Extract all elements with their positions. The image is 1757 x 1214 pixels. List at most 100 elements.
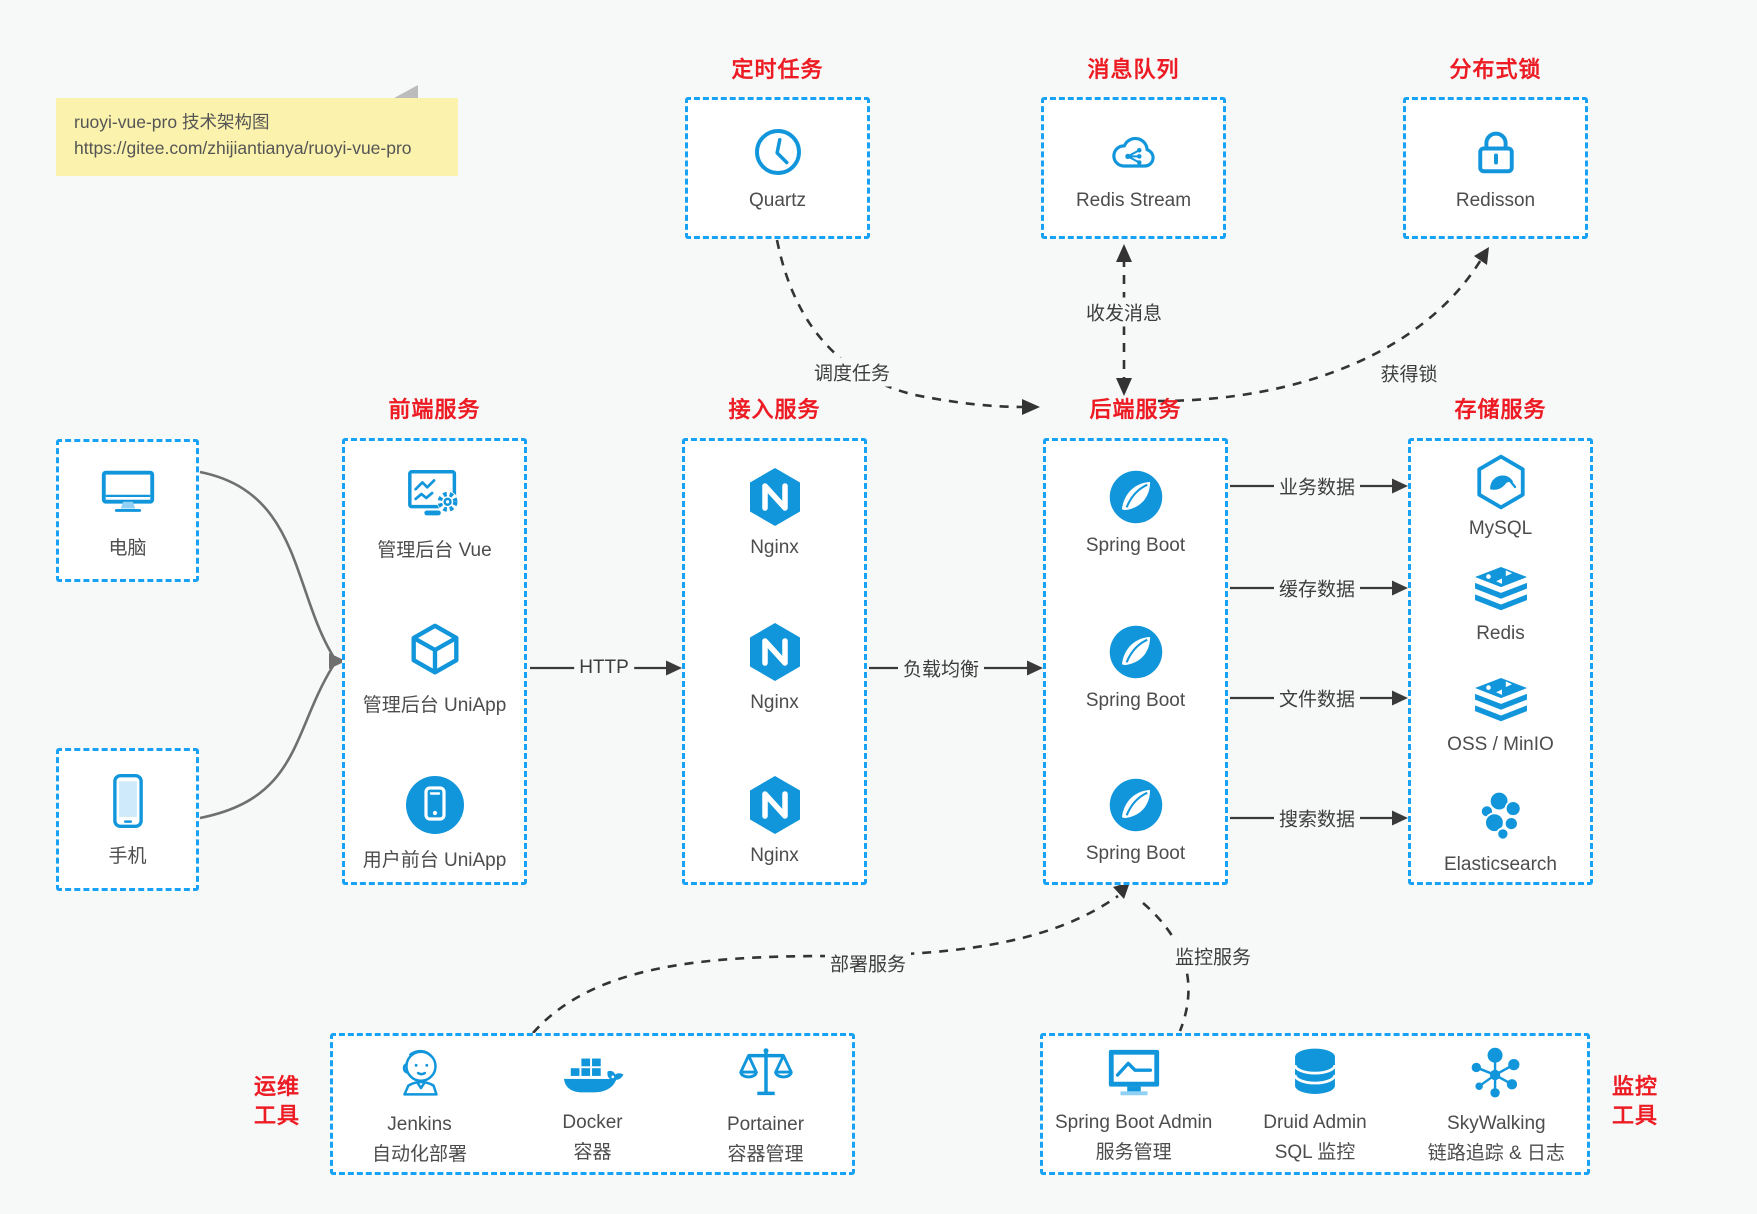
ops-item-portainer: Portainer 容器管理 [679, 1036, 852, 1172]
admin-uniapp-label: 管理后台 UniApp [362, 695, 507, 716]
edge-label-cache-data: 缓存数据 [1273, 573, 1361, 603]
clock-icon [754, 129, 801, 175]
sticky-note: ruoyi-vue-pro 技术架构图 https://gitee.com/zh… [56, 85, 458, 176]
title-message-queue: 消息队列 [1087, 57, 1180, 82]
lock-icon [1477, 131, 1514, 174]
spring-boot-admin-name: Spring Boot Admin [1054, 1111, 1213, 1133]
ops-item-docker: Docker 容器 [506, 1036, 679, 1172]
monitoring-title-line1: 监控 [1611, 1074, 1658, 1099]
spring-boot-label: Spring Boot [1085, 690, 1186, 711]
nginx-label: Nginx [750, 537, 799, 558]
spring-boot-admin-desc: 服务管理 [1095, 1141, 1172, 1163]
docker-desc: 容器 [573, 1141, 612, 1163]
skywalking-desc: 链路追踪 & 日志 [1427, 1142, 1565, 1164]
backend-item-spring-2: Spring Boot [1046, 622, 1225, 712]
edge-acquire-lock-arrowhead [1474, 247, 1489, 265]
note-fold-corner [394, 85, 418, 98]
edge-data-arrowheads [1392, 478, 1408, 826]
title-frontend-services: 前端服务 [388, 397, 481, 422]
title-storage-services: 存储服务 [1454, 397, 1547, 422]
title-distributed-lock: 分布式锁 [1449, 57, 1542, 82]
note-url: https://gitee.com/zhijiantianya/ruoyi-vu… [74, 138, 412, 158]
jenkins-desc: 自动化部署 [371, 1143, 467, 1165]
docker-icon [563, 1058, 623, 1092]
desktop-icon [101, 470, 154, 512]
spring-boot-label: Spring Boot [1085, 843, 1186, 864]
storage-item-mysql: MySQL [1411, 453, 1590, 540]
mysql-label: MySQL [1468, 518, 1533, 539]
ops-title-line1: 运维 [253, 1074, 300, 1099]
quartz-label: Quartz [748, 190, 807, 211]
phone-icon [112, 774, 143, 828]
portainer-scales-icon [738, 1047, 793, 1095]
edge-deploy-arrowhead [1113, 882, 1130, 899]
storage-item-elasticsearch: Elasticsearch [1411, 787, 1590, 876]
edge-label-monitor: 监控服务 [1169, 941, 1257, 971]
edge-schedule-task [775, 239, 1025, 409]
portainer-desc: 容器管理 [727, 1143, 804, 1165]
edge-http-arrowhead [666, 660, 682, 676]
monitoring-item-druid: Druid Admin SQL 监控 [1224, 1036, 1405, 1172]
spring-boot-icon [1109, 778, 1162, 832]
phone-client-label: 手机 [108, 846, 147, 867]
frontend-services-box: 管理后台 Vue 管理后台 UniApp 用户前台 UniApp [342, 438, 527, 885]
monitoring-title-line2: 工具 [1611, 1103, 1658, 1128]
skywalking-name: SkyWalking [1447, 1112, 1546, 1134]
nginx-icon [749, 776, 800, 834]
monitoring-tools-box: Spring Boot Admin 服务管理 Druid Admin SQL 监… [1040, 1033, 1590, 1175]
cloud-stream-icon [1111, 136, 1155, 168]
redis-icon [1474, 566, 1527, 611]
uniapp-cube-icon [411, 623, 458, 675]
oss-minio-icon [1474, 677, 1527, 722]
gateway-item-nginx-1: Nginx [685, 465, 864, 559]
storage-item-oss: OSS / MinIO [1411, 677, 1590, 756]
title-monitoring-tools: 监控 工具 [1602, 1072, 1668, 1130]
admin-vue-icon [407, 470, 458, 516]
edge-label-http: HTTP [574, 656, 634, 680]
frontend-item-admin-uniapp: 管理后台 UniApp [345, 620, 524, 717]
nginx-label: Nginx [750, 845, 799, 866]
edge-label-deploy: 部署服务 [824, 948, 912, 978]
ops-tools-box: Jenkins 自动化部署 Docker 容器 [330, 1033, 855, 1175]
admin-vue-label: 管理后台 Vue [377, 540, 492, 561]
gateway-item-nginx-3: Nginx [685, 773, 864, 867]
spring-boot-admin-icon [1108, 1049, 1159, 1095]
storage-item-redis: Redis [1411, 566, 1590, 645]
gateway-item-nginx-2: Nginx [685, 620, 864, 714]
monitoring-item-sba: Spring Boot Admin 服务管理 [1043, 1036, 1224, 1172]
edge-label-lock: 获得锁 [1375, 358, 1443, 388]
title-gateway-services: 接入服务 [728, 397, 821, 422]
title-backend-services: 后端服务 [1089, 397, 1182, 422]
redisson-box: Redisson [1403, 97, 1588, 239]
spring-boot-icon [1109, 625, 1162, 679]
redis-label: Redis [1476, 623, 1525, 644]
title-ops-tools: 运维 工具 [244, 1072, 310, 1130]
nginx-icon [749, 468, 800, 526]
edge-label-schedule: 调度任务 [808, 357, 896, 387]
oss-minio-label: OSS / MinIO [1447, 734, 1554, 755]
edge-label-messaging: 收发消息 [1080, 297, 1168, 327]
portainer-name: Portainer [726, 1113, 805, 1135]
redisson-label: Redisson [1455, 190, 1536, 211]
elasticsearch-label: Elasticsearch [1444, 854, 1557, 875]
druid-admin-name: Druid Admin [1263, 1111, 1367, 1133]
frontend-item-admin-vue: 管理后台 Vue [345, 465, 524, 562]
druid-admin-desc: SQL 监控 [1274, 1141, 1356, 1163]
elasticsearch-icon [1479, 790, 1522, 841]
backend-services-box: Spring Boot Spring Boot Spring Boot [1043, 438, 1228, 885]
edge-clients-arrowhead [329, 653, 346, 669]
redis-stream-label: Redis Stream [1075, 190, 1192, 211]
jenkins-name: Jenkins [387, 1113, 452, 1135]
jenkins-icon [402, 1049, 438, 1096]
ops-title-line2: 工具 [253, 1103, 300, 1128]
edge-load-balance-arrowhead [1027, 660, 1043, 676]
docker-name: Docker [562, 1111, 623, 1133]
edge-label-load-balance: 负载均衡 [897, 653, 985, 683]
quartz-box: Quartz [685, 97, 870, 239]
backend-item-spring-1: Spring Boot [1046, 467, 1225, 557]
user-app-icon [405, 776, 464, 834]
note-title: ruoyi-vue-pro 技术架构图 [74, 112, 270, 132]
nginx-label: Nginx [750, 692, 799, 713]
edge-label-file-data: 文件数据 [1273, 683, 1361, 713]
